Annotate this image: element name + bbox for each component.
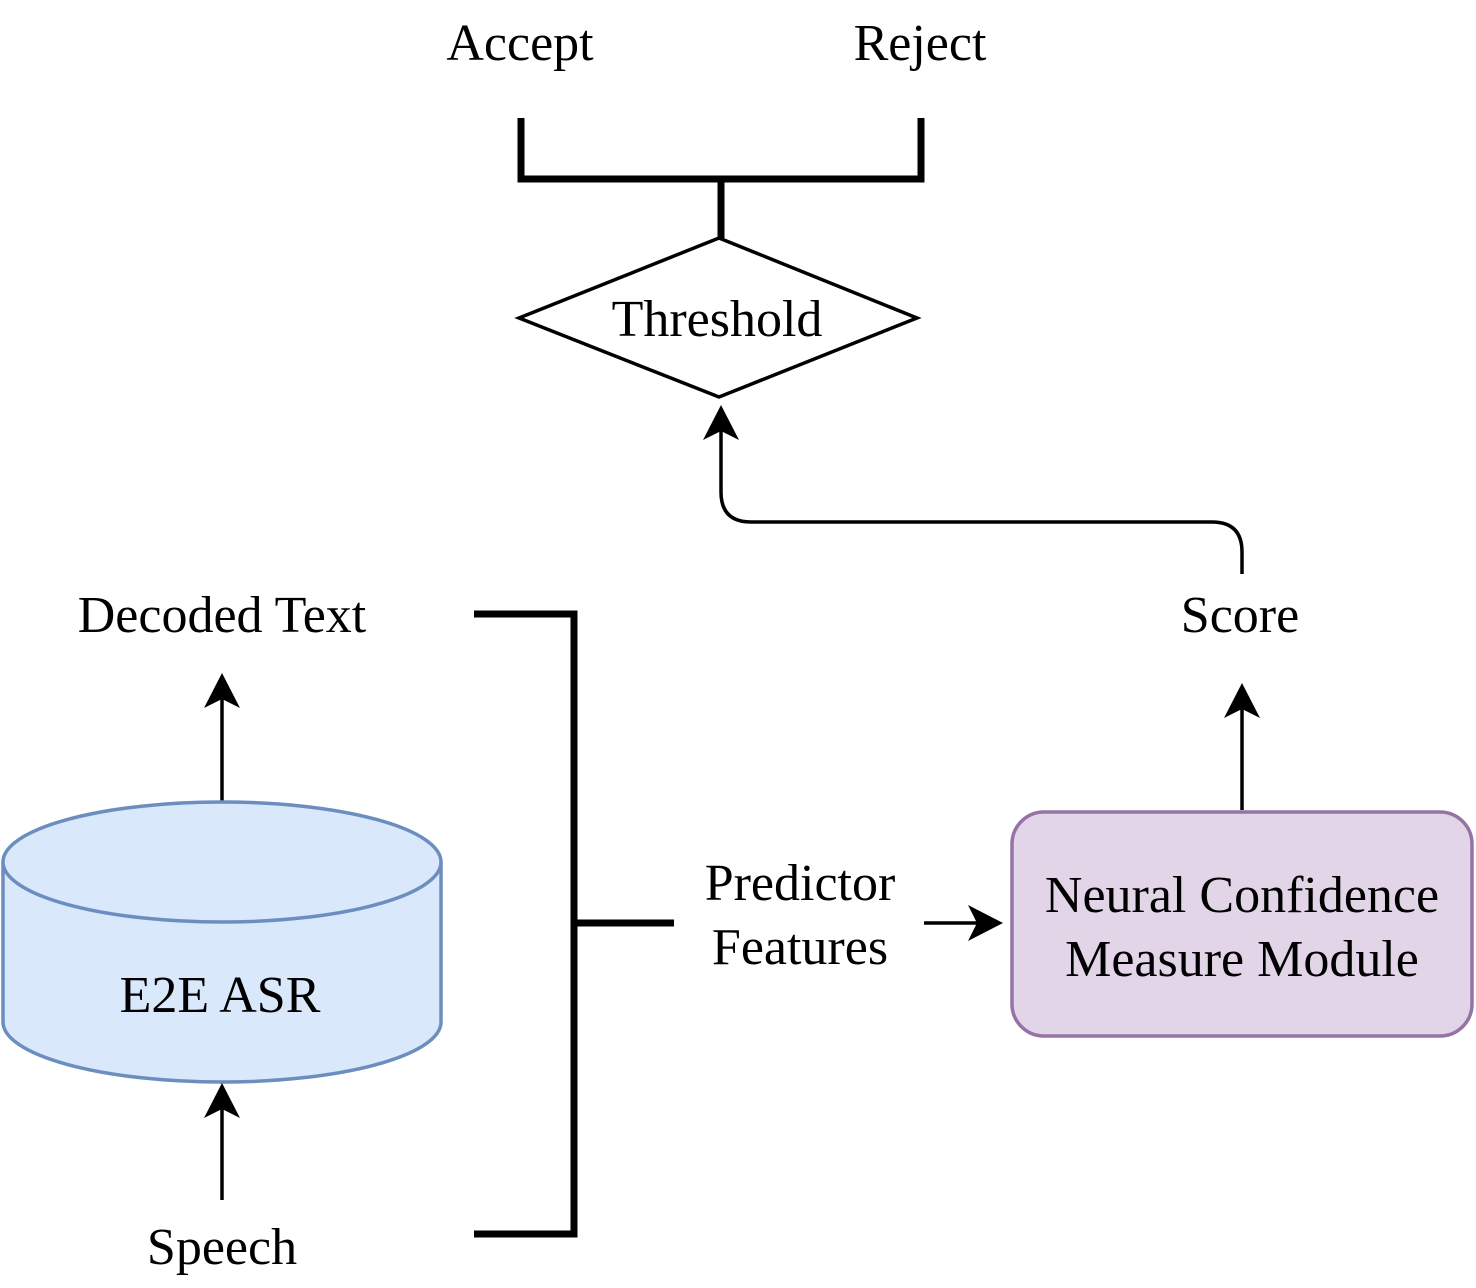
decision-fork [517, 118, 925, 238]
ncm-module-box [1010, 810, 1474, 1038]
e2e-asr-cylinder [1, 800, 443, 1084]
ncm-module-label-line1: Neural Confidence [1045, 867, 1439, 924]
score-label: Score [1181, 587, 1299, 644]
speech-label: Speech [147, 1219, 297, 1276]
feature-bracket [474, 610, 674, 1238]
ncm-to-score-arrowhead [1224, 683, 1260, 718]
accept-label: Accept [446, 15, 594, 72]
threshold-label: Threshold [612, 291, 823, 348]
predictor-features-label-line2: Features [712, 919, 888, 976]
score-to-threshold-arrow [719, 416, 1244, 574]
reject-label: Reject [854, 15, 987, 72]
features-to-ncm-arrowhead [968, 905, 1003, 941]
e2e-asr-label: E2E ASR [120, 967, 321, 1024]
speech-to-asr-arrowhead [204, 1083, 240, 1118]
score-to-threshold-arrowhead [703, 405, 739, 440]
decoded-text-label: Decoded Text [78, 587, 367, 644]
ncm-module-label-line2: Measure Module [1065, 931, 1419, 988]
asr-to-decoded-arrowhead [204, 673, 240, 708]
threshold-diamond [514, 236, 922, 399]
predictor-features-label-line1: Predictor [705, 855, 896, 912]
